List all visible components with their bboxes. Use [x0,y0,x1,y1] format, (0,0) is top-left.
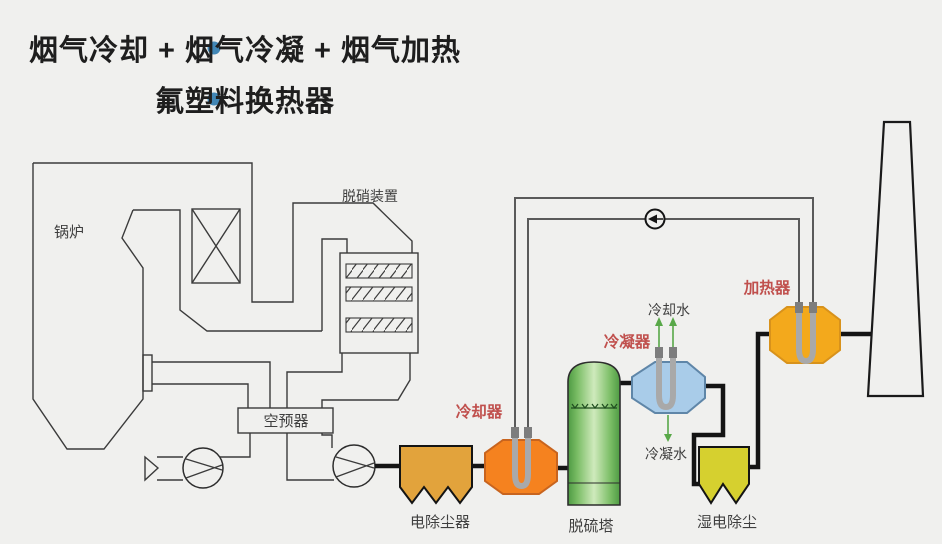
tube-cap [511,427,519,438]
spray-nozzles [571,403,618,409]
condensate-water-label: 冷凝水 [645,446,687,462]
boiler-heat-exchanger-cross [191,208,241,284]
tube-cap [524,427,532,438]
scr-outlet-duct-line [321,353,411,408]
bullet-icon [207,92,221,106]
cooler-label: 冷却器 [456,402,503,421]
fd-fan [144,447,224,489]
scr-catalyst-layer [345,317,413,333]
scr-catalyst-layer [345,286,413,302]
up-arrow-icon [655,317,663,326]
cooling-water-lines [658,325,674,347]
condenser-label: 冷凝器 [604,332,651,351]
chimney [866,120,925,398]
title-line-2: 氟塑料换热器 [155,85,335,118]
id-fan [332,444,376,488]
air-intake-arrow-icon [144,455,160,482]
hot-air-duct-line [152,361,271,408]
esp-label: 电除尘器 [410,514,470,531]
boiler-label: 锅炉 [54,224,84,241]
scr-catalyst-layer [345,263,413,279]
fan-blade-lines [335,456,375,478]
scr-box [339,252,419,354]
water-loop-pipe [514,197,814,437]
boiler-assembly [32,162,413,450]
heater-vessel [769,306,841,364]
water-loop [514,197,814,437]
pipe-condenser-to-wet-esp [691,383,726,487]
pipe-wet-esp-to-heater [748,331,771,470]
boiler-outlet-duct-outline [33,162,413,303]
fgd-tower-unit [567,361,621,506]
tube-cap [655,347,663,358]
cooler-u-tube [512,434,531,490]
title-line-1: 烟气冷却 + 烟气冷凝 + 烟气加热 [29,34,461,67]
spray-header [571,403,618,409]
fgd-tower-vessel [567,361,621,506]
tube-cap [809,302,817,313]
cold-air-line [220,433,251,458]
pump-arrow-head [648,214,657,224]
boiler-air-flange [142,354,153,392]
up-arrow-icon [669,317,677,326]
down-arrow-icon [664,434,672,442]
boiler-duct-inner-line [321,238,348,331]
cooler-vessel [484,439,558,495]
condenser-vessel [631,361,706,414]
wet-esp-label: 湿电除尘 [697,514,757,531]
tube-cap [669,347,677,358]
gas-pipes [375,331,871,487]
air-preheater-box [237,407,334,434]
equipment-labels: 锅炉 脱硝装置 空预器 电除尘器 脱硫塔 湿电除尘 冷却水 冷凝水 冷却器 冷凝… [54,188,791,535]
flue-to-fan-line [321,433,333,448]
cooling-water-label: 冷却水 [648,302,690,318]
cooler-unit [484,427,558,495]
flue-to-fan-line [286,433,334,481]
air-preheater-label: 空预器 [263,413,308,430]
scr-unit [339,252,419,354]
tube-cap [795,302,803,313]
bullet-icon [207,41,221,55]
condenser-unit [631,317,706,442]
scr-outlet-duct-line [286,353,343,408]
boiler-inner-wall [133,209,322,332]
fgd-tower-label: 脱硫塔 [568,518,613,535]
boiler-heat-exchanger-box [191,208,241,284]
heater-label: 加热器 [743,278,791,297]
wet-esp-vessel [698,446,750,505]
esp-vessel [399,445,473,505]
fan-blade-lines [185,458,223,479]
boiler-furnace-outline [32,163,144,450]
air-intake-duct [157,456,183,481]
heater-u-tube [796,311,816,365]
title-block: 烟气冷却 + 烟气冷凝 + 烟气加热 氟塑料换热器 [29,34,461,118]
fan-icon [182,447,224,489]
cooling-water-arrows [655,317,677,442]
hot-air-duct-line [152,383,249,408]
scr-label: 脱硝装置 [342,188,398,204]
heater-unit [769,302,841,365]
condenser-u-tube [656,355,676,411]
